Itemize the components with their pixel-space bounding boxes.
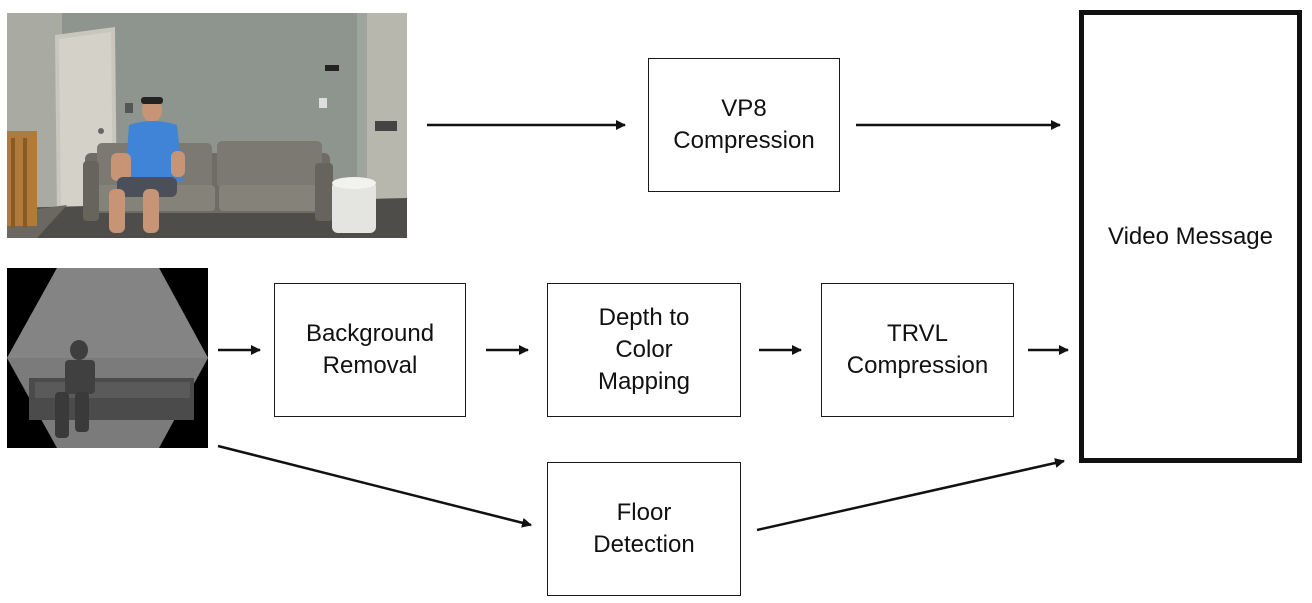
vp8-compression-box: VP8 Compression: [648, 58, 840, 192]
depth-camera-image: [7, 268, 208, 448]
arrow-floor-to-video: [756, 458, 1065, 532]
trvl-compression-box: TRVL Compression: [821, 283, 1014, 417]
floor-detection-label: Floor Detection: [593, 499, 695, 558]
floor-detection-box: Floor Detection: [547, 462, 741, 596]
color-camera-image: [7, 13, 407, 238]
background-removal-label: Background Removal: [305, 320, 435, 379]
depth-to-color-mapping-box: Depth to Color Mapping: [547, 283, 741, 417]
trvl-compression-label: TRVL Compression: [846, 320, 989, 379]
arrow-depth-to-floor: [217, 444, 532, 528]
video-message-label: Video Message: [1108, 222, 1273, 250]
vp8-compression-label: VP8 Compression: [673, 95, 815, 154]
video-message-box: Video Message: [1079, 10, 1302, 463]
depth-to-color-mapping-label: Depth to Color Mapping: [597, 304, 691, 395]
background-removal-box: Background Removal: [274, 283, 466, 417]
